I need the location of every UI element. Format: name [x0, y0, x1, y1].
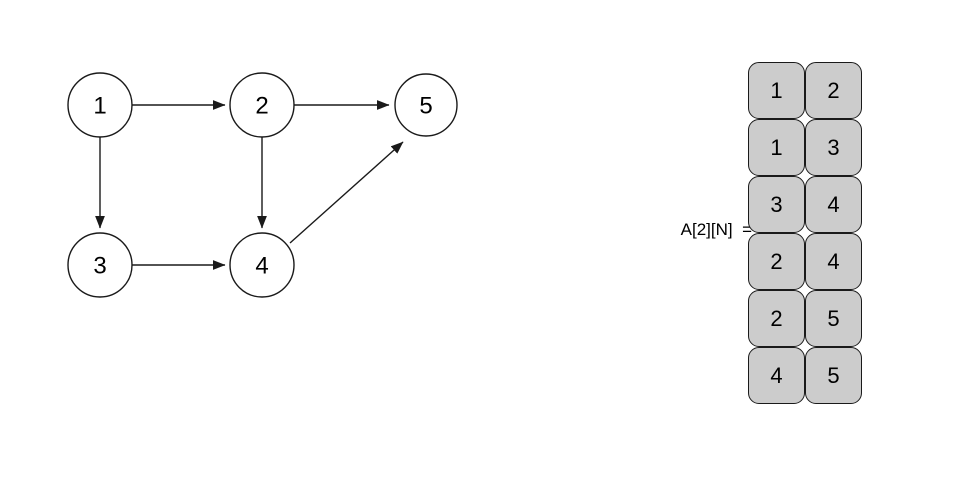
graph-node-1[interactable]: 1	[67, 72, 133, 138]
array-cell[interactable]: 2	[805, 62, 862, 119]
graph-node-4[interactable]: 4	[229, 232, 295, 298]
edge-4-to-5	[289, 141, 404, 244]
graph-node-2[interactable]: 2	[229, 72, 295, 138]
array-grid: 1 2 1 3 3 4 2 4 2 5 4 5	[748, 62, 862, 404]
node-label: 2	[255, 93, 268, 120]
graph-nodes: 1 2 5 3 4	[67, 72, 458, 298]
graph-node-3[interactable]: 3	[67, 232, 133, 298]
node-circle	[67, 232, 133, 298]
node-label: 1	[93, 93, 106, 120]
graph-edges	[95, 100, 404, 270]
array-cell[interactable]: 5	[805, 347, 862, 404]
node-circle	[229, 232, 295, 298]
array-cell[interactable]: 4	[805, 176, 862, 233]
array-cell[interactable]: 4	[805, 233, 862, 290]
array-cell[interactable]: 2	[748, 233, 805, 290]
node-label: 4	[255, 253, 268, 280]
array-cell[interactable]: 2	[748, 290, 805, 347]
array-label: A[2][N] =	[680, 220, 752, 239]
array-cell[interactable]: 4	[748, 347, 805, 404]
array-cell[interactable]: 1	[748, 62, 805, 119]
node-circle	[229, 72, 295, 138]
edge-array-region: A[2][N] = 1 2 1 3 3 4 2 4 2 5 4 5	[620, 55, 940, 415]
array-cell[interactable]: 1	[748, 119, 805, 176]
node-circle	[394, 73, 458, 137]
array-cell[interactable]: 5	[805, 290, 862, 347]
node-label: 5	[419, 93, 432, 120]
array-cell[interactable]: 3	[805, 119, 862, 176]
node-circle	[67, 72, 133, 138]
array-cell[interactable]: 3	[748, 176, 805, 233]
graph-node-5[interactable]: 5	[394, 73, 458, 137]
node-label: 3	[93, 253, 106, 280]
